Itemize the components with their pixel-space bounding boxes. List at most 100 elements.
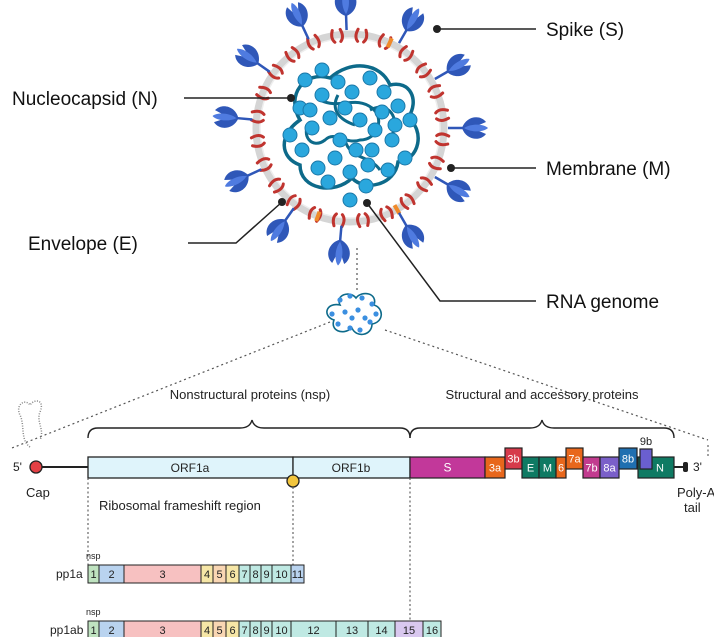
polya-tail-icon	[683, 462, 688, 472]
nsp-1-label: 1	[90, 569, 96, 581]
nsp-7-label: 7	[241, 625, 247, 637]
nucleocapsid-bead	[304, 120, 320, 136]
rna-loop-outer	[282, 64, 420, 190]
mini-nucleocapsid-bead	[355, 307, 361, 313]
membrane-protein	[379, 205, 394, 223]
nsp-15-label: 15	[403, 625, 415, 637]
nsp-11-label: 11	[292, 569, 303, 581]
nucleocapsid-bead	[380, 162, 396, 178]
spike-protein	[434, 175, 471, 203]
nsp-6-label: 6	[229, 625, 235, 637]
spike-label: Spike (S)	[546, 20, 624, 41]
structural-brace	[409, 419, 675, 439]
nucleocapsid-bead	[360, 157, 376, 173]
spike-protein	[397, 212, 425, 249]
membrane-protein	[415, 62, 432, 79]
membrane-protein	[267, 63, 284, 80]
viral-envelope-ring	[252, 30, 448, 226]
nucleocapsid-bead	[314, 87, 330, 103]
nucleocapsid-bead	[294, 142, 310, 158]
envelope-proteins	[314, 37, 402, 222]
mini-nucleocapsid-bead	[359, 295, 365, 301]
nucleocapsid-bead	[387, 117, 403, 133]
nucleocapsid-bead	[297, 72, 313, 88]
gene-9b-box	[639, 448, 653, 470]
envelope-protein	[385, 37, 394, 49]
orf1b-label: ORF1b	[332, 461, 371, 475]
gene-m-label: M	[543, 463, 552, 475]
spike-proteins	[212, 0, 488, 266]
membrane-protein	[284, 46, 301, 63]
membrane-protein	[399, 193, 416, 210]
gene-3b-label: 3b	[507, 454, 519, 466]
mini-nucleocapsid-bead	[349, 315, 355, 321]
nsp-4-label: 4	[204, 569, 210, 581]
gene-e-label: E	[527, 463, 534, 475]
spike-protein	[397, 7, 425, 44]
rna-genome-pointer-dot	[363, 199, 371, 207]
membrane-protein	[428, 155, 445, 171]
mini-nucleocapsid-bead	[347, 293, 353, 299]
nsp-8-label: 8	[252, 625, 258, 637]
nucleocapsid-bead	[332, 132, 348, 148]
nucleocapsid-bead	[342, 192, 358, 208]
membrane-protein	[356, 212, 370, 229]
mini-nucleocapsid-bead	[342, 309, 348, 315]
nucleocapsid-bead	[374, 104, 390, 120]
spike-protein	[224, 168, 262, 193]
membrane-protein	[427, 84, 445, 99]
pp1ab-nsp-tag: nsp	[86, 607, 101, 617]
membrane-pointer-dot	[447, 164, 455, 172]
frameshift-marker	[286, 474, 300, 488]
nsp-7-label: 7	[241, 569, 247, 581]
nsp-10-label: 10	[275, 569, 287, 581]
membrane-protein	[285, 194, 302, 211]
mini-nucleocapsid-bead	[335, 321, 341, 327]
polya-label-line2: tail	[684, 500, 701, 515]
mini-nucleocapsid-bead	[337, 297, 343, 303]
membrane-protein	[398, 45, 415, 62]
gene-9b-label: 9b	[640, 436, 652, 448]
nucleocapsid-bead	[320, 174, 336, 190]
membrane-label: Membrane (M)	[546, 159, 671, 180]
membrane-protein	[416, 176, 433, 193]
nsp-6-label: 6	[229, 569, 235, 581]
mini-nucleocapsid-bead	[347, 325, 353, 331]
nucleocapsid-bead	[337, 100, 353, 116]
nsp-4-label: 4	[204, 625, 210, 637]
mini-nucleocapsid-bead	[373, 311, 379, 317]
nsp-13-label: 13	[346, 625, 358, 637]
nsp-9-label: 9	[263, 625, 269, 637]
nsp-2-label: 2	[108, 569, 114, 581]
membrane-protein	[434, 108, 451, 122]
nucleocapsid-bead	[384, 132, 400, 148]
nsp-14-label: 14	[375, 625, 387, 637]
spike-protein	[212, 106, 253, 128]
envelope-protein	[392, 204, 402, 215]
membrane-protein	[434, 132, 451, 147]
nucleocapsid-bead	[390, 98, 406, 114]
nucleocapsid-bead	[397, 150, 413, 166]
genome-map: Nonstructural proteins (nsp) Structural …	[13, 387, 714, 622]
nucleocapsid-bead	[302, 102, 318, 118]
nucleocapsid-label: Nucleocapsid (N)	[12, 89, 158, 110]
mini-nucleocapsid-bead	[367, 319, 373, 325]
gene-n-label: N	[656, 463, 664, 475]
membrane-protein	[249, 109, 266, 124]
membrane-protein	[354, 27, 369, 44]
frameshift-label: Ribosomal frameshift region	[99, 498, 261, 513]
nucleocapsid-bead	[314, 62, 330, 78]
nucleocapsid-bead	[310, 160, 326, 176]
nsp-3-label: 3	[159, 625, 165, 637]
spike-protein	[334, 0, 357, 31]
pp1ab-label: pp1ab	[50, 623, 84, 637]
nucleocapsid-bead	[348, 142, 364, 158]
nsp-16-label: 16	[426, 625, 438, 637]
pp1a-label: pp1a	[56, 567, 83, 581]
spike-protein	[328, 225, 350, 266]
nucleocapsid-bead	[362, 70, 378, 86]
nsp-11-segment	[290, 564, 305, 584]
